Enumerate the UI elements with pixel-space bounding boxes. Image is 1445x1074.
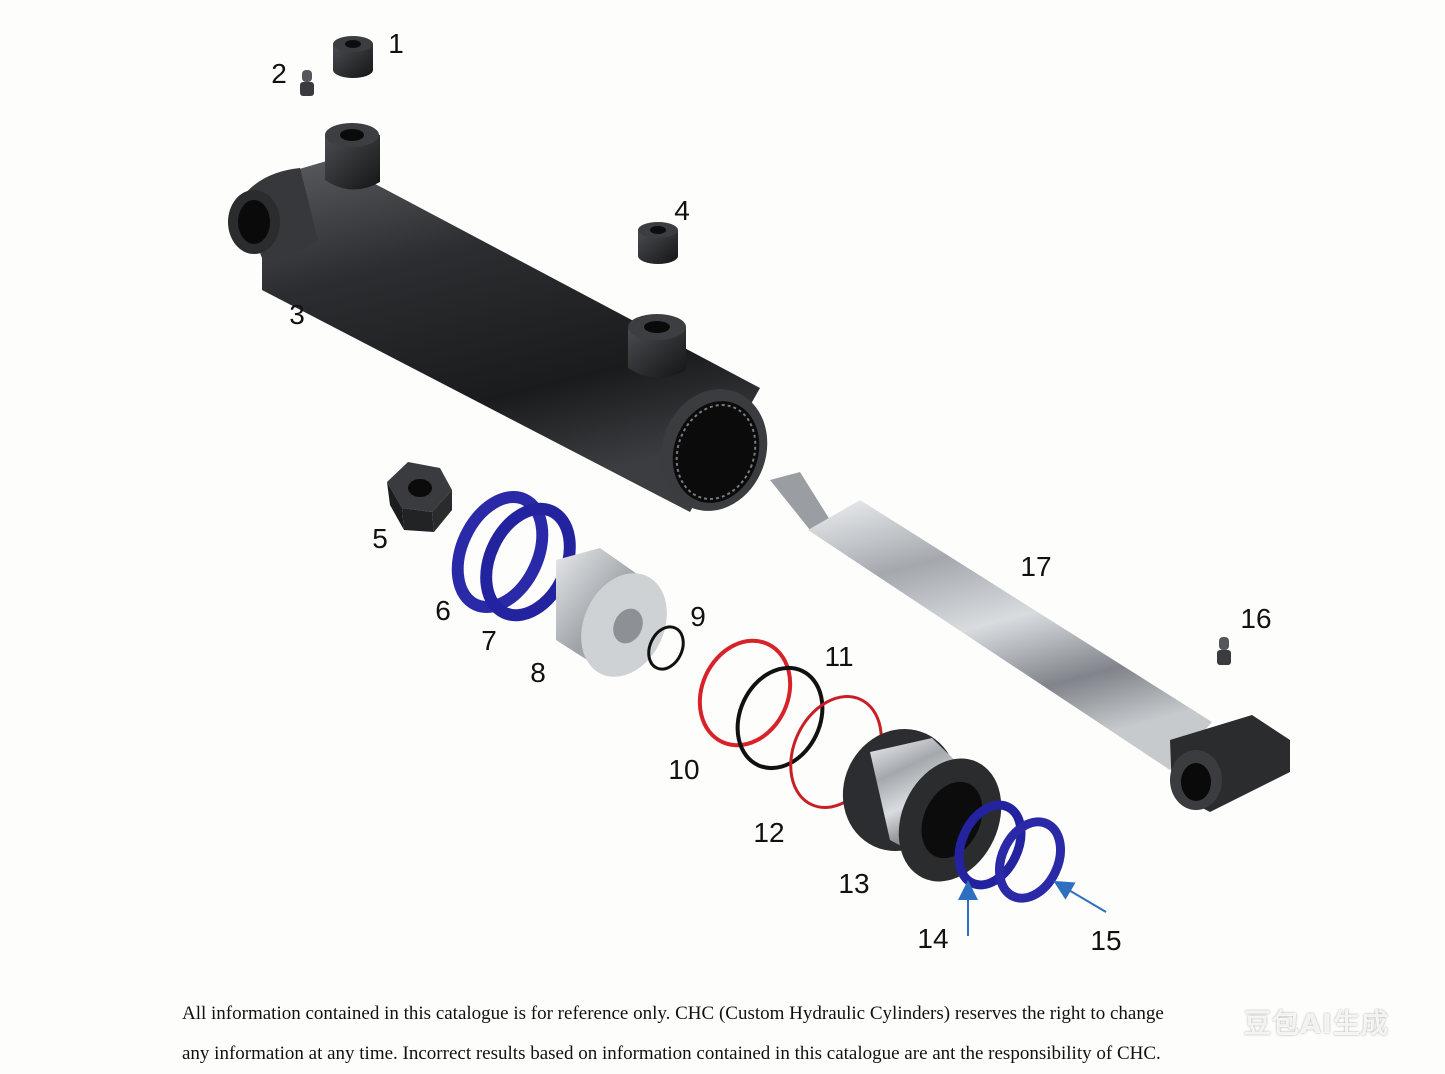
callout-14: 14 xyxy=(917,923,949,954)
part-5-hex-nut xyxy=(387,462,452,532)
callout-16: 16 xyxy=(1240,603,1272,634)
part-11-black-o-ring xyxy=(735,665,825,771)
leader-arrow-15 xyxy=(1053,880,1107,913)
part-2-grease-fitting xyxy=(300,70,314,96)
part-1-port-bushing xyxy=(333,36,373,78)
callout-1: 1 xyxy=(388,28,404,59)
part-16-grease-fitting xyxy=(1217,637,1231,665)
disclaimer-text: All information contained in this catalo… xyxy=(182,994,1332,1074)
callout-8: 8 xyxy=(530,657,546,688)
callout-2: 2 xyxy=(271,58,287,89)
callout-7: 7 xyxy=(481,625,497,656)
part-13-gland xyxy=(842,729,1002,882)
callout-10: 10 xyxy=(668,754,700,785)
callout-11: 11 xyxy=(824,641,854,672)
part-3-cylinder-barrel xyxy=(228,123,768,512)
disclaimer-line-1: All information contained in this catalo… xyxy=(182,1003,1164,1024)
part-17-piston-rod xyxy=(770,472,1290,812)
watermark: 豆包AI生成 xyxy=(1244,1009,1389,1040)
callout-4: 4 xyxy=(674,195,690,226)
part-10-red-o-ring xyxy=(697,638,793,748)
callout-15: 15 xyxy=(1090,925,1122,956)
part-8-piston xyxy=(556,548,667,677)
part-6-blue-seal xyxy=(451,491,549,613)
callout-5: 5 xyxy=(372,523,388,554)
part-4-port-bushing xyxy=(638,222,678,264)
callout-13: 13 xyxy=(838,868,870,899)
part-9-o-ring xyxy=(647,625,685,671)
callout-9: 9 xyxy=(690,601,706,632)
disclaimer-line-2: any information at any time. Incorrect r… xyxy=(182,1043,1161,1064)
part-15-blue-seal xyxy=(995,817,1065,903)
callout-6: 6 xyxy=(435,595,451,626)
callout-12: 12 xyxy=(753,817,785,848)
callout-3: 3 xyxy=(289,299,305,330)
callout-17: 17 xyxy=(1020,551,1052,582)
